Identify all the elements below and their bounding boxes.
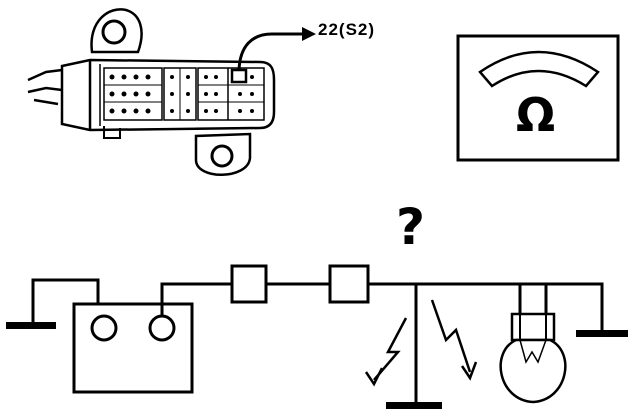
ground-symbol-center: [386, 402, 442, 409]
bottom-mounting-tab: [194, 132, 252, 176]
bulb-socket: [510, 312, 556, 342]
terminal-block-left: [103, 67, 163, 121]
terminal-pointer-arrow: [237, 27, 316, 71]
lightning-bolt-left-icon: [373, 317, 408, 381]
test-circuit: [6, 264, 628, 409]
connector-assembly: [27, 8, 276, 176]
terminal-block-right: [197, 67, 265, 121]
light-bulb-icon: [499, 338, 567, 404]
switch-unit-body: [72, 302, 194, 394]
ohm-unit-symbol: Ω: [516, 88, 556, 142]
ground-symbol-right: [576, 330, 628, 337]
unknown-fault-marker: ?: [396, 198, 426, 256]
relay-box-1: [230, 264, 268, 304]
ohmmeter-frame: [456, 34, 620, 162]
wire-right-ground: [546, 282, 604, 330]
connector-pin-label: 22(S2): [318, 20, 376, 39]
lightning-bolt-right-icon: [430, 299, 472, 373]
ground-symbol-left: [6, 322, 56, 329]
cable-stub: [27, 68, 63, 106]
ohmmeter: [456, 34, 620, 162]
wire-left-ground: [31, 278, 100, 322]
terminal-pins: [109, 74, 254, 114]
wire-to-first-relay: [160, 282, 232, 316]
top-mounting-tab: [90, 8, 143, 54]
ohmmeter-scale-arc: [478, 50, 600, 88]
connector-body: [60, 58, 276, 132]
relay-box-2: [328, 264, 370, 304]
terminal-circle-1: [90, 314, 118, 342]
bottom-mounting-hole: [210, 144, 234, 168]
top-mounting-hole: [101, 19, 127, 45]
